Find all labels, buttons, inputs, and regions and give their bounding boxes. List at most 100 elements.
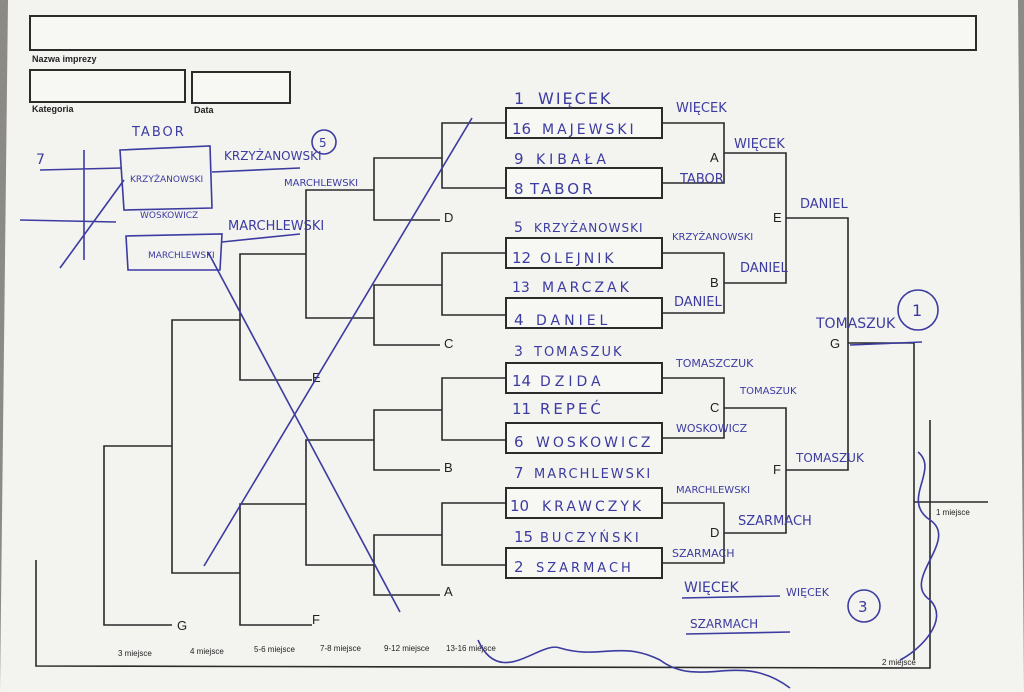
- svg-text:5-6 miejsce: 5-6 miejsce: [254, 645, 295, 654]
- svg-text:1: 1: [912, 301, 922, 320]
- svg-text:TABOR: TABOR: [679, 172, 724, 187]
- svg-text:16: 16: [512, 120, 531, 138]
- svg-text:WIĘCEK: WIĘCEK: [684, 580, 739, 596]
- svg-text:KRZYŻANOWSKI: KRZYŻANOWSKI: [130, 174, 203, 185]
- svg-text:9: 9: [514, 150, 524, 168]
- svg-text:13: 13: [512, 280, 530, 296]
- svg-text:A: A: [710, 150, 719, 165]
- svg-text:MARCHLEWSKI: MARCHLEWSKI: [148, 251, 215, 261]
- svg-text:12: 12: [512, 249, 531, 267]
- svg-text:DANIEL: DANIEL: [536, 313, 611, 329]
- svg-text:1 miejsce: 1 miejsce: [936, 508, 970, 517]
- svg-text:DANIEL: DANIEL: [674, 295, 722, 310]
- pen-strikes: [203, 117, 940, 689]
- svg-text:3: 3: [858, 598, 868, 616]
- svg-text:BUCZYŃSKI: BUCZYŃSKI: [540, 530, 642, 546]
- svg-text:DZIDA: DZIDA: [540, 374, 605, 390]
- svg-text:MARCZAK: MARCZAK: [542, 280, 632, 296]
- date-box: [191, 71, 291, 104]
- loser-bracket-lines: [103, 122, 506, 626]
- svg-text:MAJEWSKI: MAJEWSKI: [542, 122, 637, 138]
- fifth-place-area: TABOR KRZYŻANOWSKI WOSKOWICZ MARCHLEWSKI…: [19, 125, 358, 271]
- svg-text:2 miejsce: 2 miejsce: [882, 658, 916, 667]
- svg-text:KRZYŻANOWSKI: KRZYŻANOWSKI: [534, 220, 644, 235]
- place-labels: 3 miejsce 4 miejsce 5-6 miejsce 7-8 miej…: [118, 508, 970, 667]
- svg-text:WIĘCEK: WIĘCEK: [538, 89, 612, 108]
- svg-text:5: 5: [319, 136, 327, 150]
- svg-text:TOMASZCZUK: TOMASZCZUK: [675, 357, 754, 370]
- date-label: Data: [194, 105, 215, 115]
- svg-text:4 miejsce: 4 miejsce: [190, 647, 224, 656]
- svg-text:MARCHLEWSKI: MARCHLEWSKI: [676, 485, 750, 496]
- round1-boxes: [505, 107, 663, 579]
- svg-text:10: 10: [510, 497, 529, 515]
- svg-text:D: D: [710, 525, 719, 540]
- svg-text:TABOR: TABOR: [529, 180, 596, 198]
- svg-text:C: C: [444, 336, 453, 351]
- svg-text:KIBAŁA: KIBAŁA: [536, 152, 610, 168]
- svg-text:4: 4: [514, 311, 524, 329]
- svg-text:WIĘCEK: WIĘCEK: [676, 101, 727, 116]
- outer-frame: [35, 420, 931, 669]
- svg-text:13-16 miejsce: 13-16 miejsce: [446, 644, 496, 653]
- svg-text:KRAWCZYK: KRAWCZYK: [542, 499, 644, 515]
- semifinal-winners: DANIEL TOMASZUK TOMASZUK 1: [795, 197, 939, 465]
- svg-text:E: E: [773, 210, 782, 225]
- svg-text:B: B: [710, 275, 719, 290]
- svg-text:C: C: [710, 400, 719, 415]
- svg-text:11: 11: [512, 400, 531, 418]
- svg-text:MARCHLEWSKI: MARCHLEWSKI: [534, 467, 652, 482]
- svg-text:7: 7: [514, 464, 524, 482]
- round1-winners: WIĘCEK TABOR KRZYŻANOWSKI DANIEL TOMASZC…: [672, 101, 754, 560]
- svg-text:DANIEL: DANIEL: [740, 261, 788, 276]
- svg-text:3 miejsce: 3 miejsce: [118, 649, 152, 658]
- svg-text:SZARMACH: SZARMACH: [672, 547, 734, 560]
- svg-text:F: F: [312, 612, 320, 627]
- category-label: Kategoria: [32, 104, 75, 114]
- category-box: [29, 69, 186, 103]
- svg-text:TABOR: TABOR: [131, 125, 186, 140]
- svg-text:A: A: [444, 584, 453, 599]
- svg-text:WIĘCEK: WIĘCEK: [734, 137, 785, 152]
- svg-text:TOMASZUK: TOMASZUK: [739, 386, 797, 397]
- svg-text:MARCHLEWSKI: MARCHLEWSKI: [284, 178, 358, 189]
- svg-text:WIĘCEK: WIĘCEK: [786, 586, 830, 599]
- third-place-match: WIĘCEK SZARMACH WIĘCEK 3: [681, 580, 881, 635]
- svg-text:SZARMACH: SZARMACH: [690, 617, 758, 631]
- winner-bracket-lines: [662, 122, 988, 660]
- svg-text:SZARMACH: SZARMACH: [738, 514, 812, 529]
- svg-text:1: 1: [514, 89, 524, 108]
- svg-text:8: 8: [514, 180, 524, 198]
- svg-text:WOSKOWICZ: WOSKOWICZ: [536, 435, 654, 451]
- svg-text:REPEĆ: REPEĆ: [540, 399, 604, 418]
- svg-text:MARCHLEWSKI: MARCHLEWSKI: [228, 219, 324, 234]
- svg-text:G: G: [830, 336, 840, 351]
- svg-text:7-8 miejsce: 7-8 miejsce: [320, 644, 361, 653]
- third-place-circle: [847, 589, 881, 623]
- svg-text:WOSKOWICZ: WOSKOWICZ: [140, 211, 198, 221]
- svg-text:15: 15: [514, 528, 533, 546]
- svg-text:G: G: [177, 618, 187, 633]
- svg-text:D: D: [444, 210, 453, 225]
- svg-text:2: 2: [514, 558, 524, 576]
- svg-text:WOSKOWICZ: WOSKOWICZ: [676, 422, 748, 435]
- winner-letters: A B C D E F G: [710, 150, 840, 540]
- svg-text:7: 7: [36, 152, 45, 168]
- svg-text:OLEJNIK: OLEJNIK: [540, 251, 617, 267]
- svg-text:TOMASZUK: TOMASZUK: [533, 345, 623, 360]
- svg-text:KRZYŻANOWSKI: KRZYŻANOWSKI: [672, 230, 753, 243]
- svg-text:TOMASZUK: TOMASZUK: [795, 451, 865, 465]
- event-name-box: [29, 15, 977, 51]
- event-name-label: Nazwa imprezy: [32, 54, 97, 64]
- svg-text:5: 5: [514, 220, 523, 236]
- svg-text:DANIEL: DANIEL: [800, 197, 848, 212]
- svg-text:KRZYŻANOWSKI: KRZYŻANOWSKI: [224, 148, 322, 163]
- first-place-circle: [897, 289, 939, 331]
- svg-text:B: B: [444, 460, 453, 475]
- svg-text:14: 14: [512, 372, 531, 390]
- svg-text:6: 6: [514, 433, 524, 451]
- svg-text:SZARMACH: SZARMACH: [536, 561, 634, 576]
- round2-winners: WIĘCEK DANIEL TOMASZUK SZARMACH: [734, 137, 812, 529]
